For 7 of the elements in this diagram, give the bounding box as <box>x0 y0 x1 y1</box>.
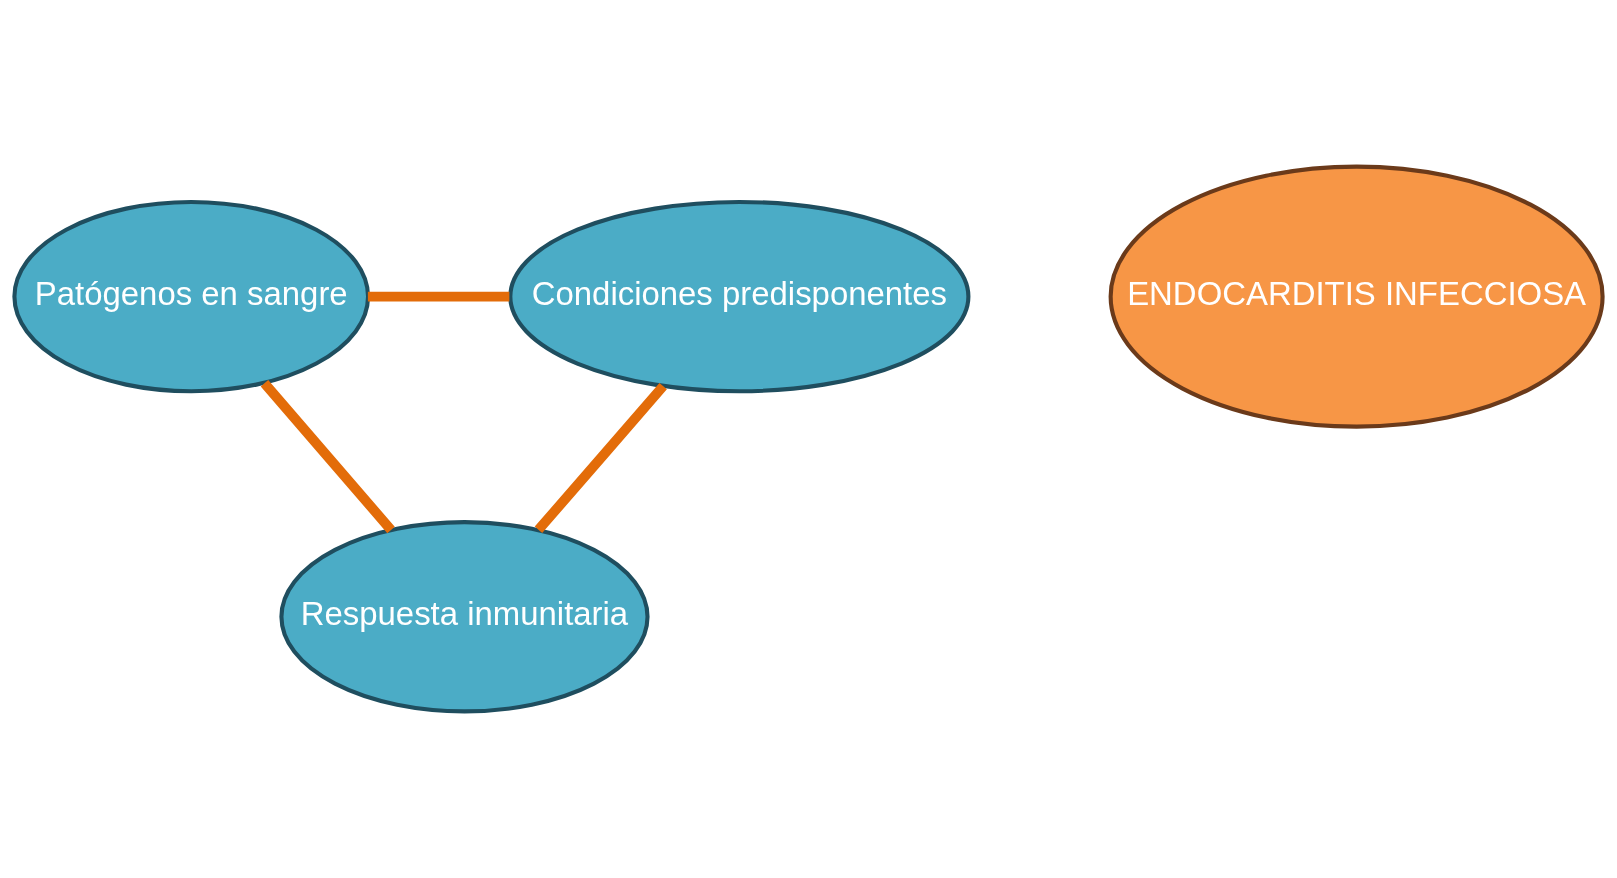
node-ellipse: ENDOCARDITIS INFECCIOSA <box>1108 164 1605 429</box>
connector <box>260 379 395 534</box>
node-ellipse: Patógenos en sangre <box>12 199 371 394</box>
node-ellipse: Respuesta inmunitaria <box>279 520 650 714</box>
node-ellipse: Condiciones predisponentes <box>508 199 971 394</box>
connector <box>367 291 510 302</box>
connector <box>534 382 667 534</box>
